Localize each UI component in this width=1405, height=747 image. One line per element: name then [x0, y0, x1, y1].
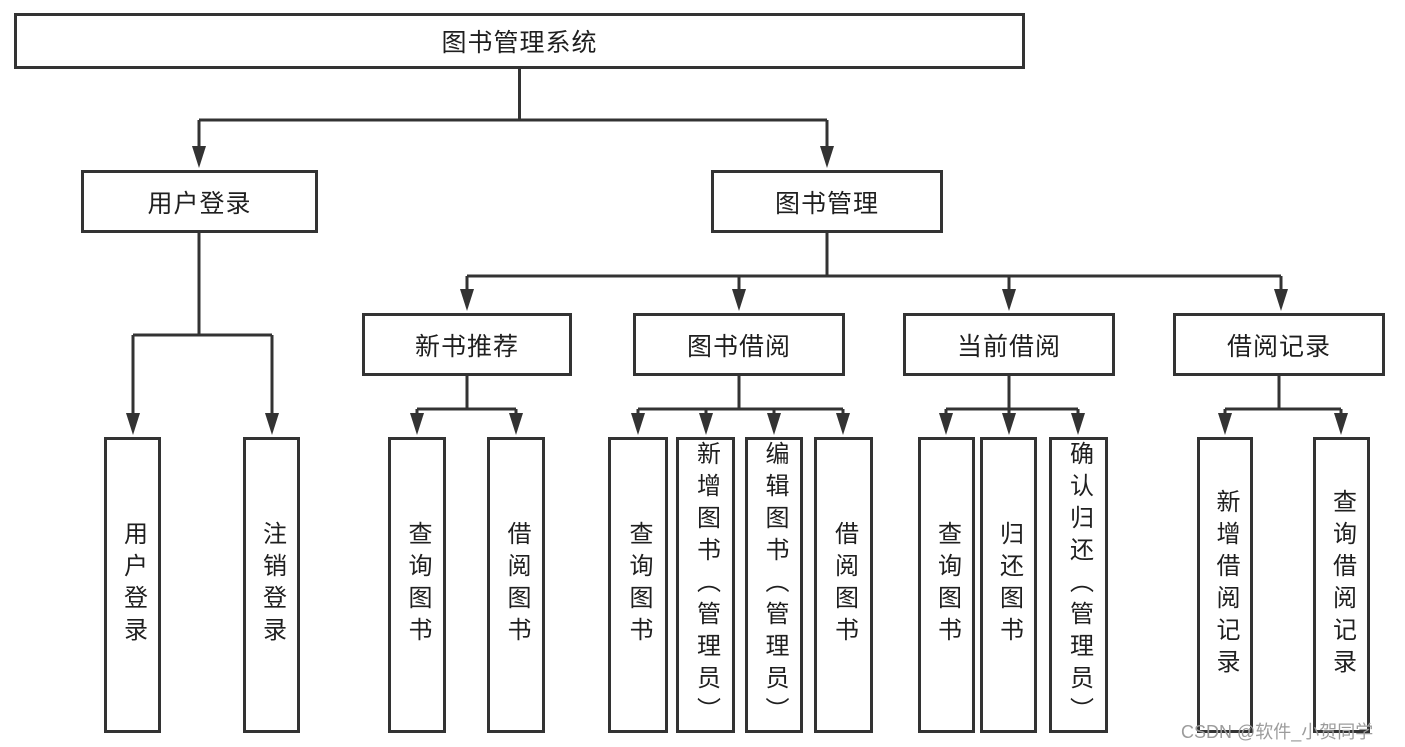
arrowhead — [265, 413, 279, 435]
watermark: CSDN @软件_小贺同学 — [1181, 722, 1374, 742]
arrowhead — [732, 289, 746, 311]
arrowhead — [460, 289, 474, 311]
leaf-add-borrow-record: 新增借阅记录 — [1197, 437, 1253, 733]
connector-root — [197, 69, 829, 150]
arrowhead — [126, 413, 140, 435]
leaf-user-login: 用户登录 — [104, 437, 161, 733]
arrowhead — [1002, 289, 1016, 311]
connector-book-management — [465, 233, 1283, 291]
node-borrow-records: 借阅记录 — [1173, 313, 1385, 376]
node-book-borrow: 图书借阅 — [633, 313, 845, 376]
leaf-borrow-books: 借阅图书 — [814, 437, 873, 733]
arrowhead — [509, 413, 523, 435]
leaf-query-borrow-record: 查询借阅记录 — [1313, 437, 1370, 733]
connector-new-book-recommend — [415, 376, 518, 415]
arrowhead — [1002, 413, 1016, 435]
leaf-query-books-recommend: 查询图书 — [388, 437, 446, 733]
connector-user-login — [131, 233, 274, 415]
leaf-return-books: 归还图书 — [980, 437, 1037, 733]
node-book-management: 图书管理 — [711, 170, 943, 233]
arrowhead — [820, 146, 834, 168]
leaf-confirm-return-admin: 确认归还（管理员） — [1049, 437, 1108, 733]
arrowhead — [939, 413, 953, 435]
arrowhead — [1071, 413, 1085, 435]
node-user-login: 用户登录 — [81, 170, 318, 233]
arrowhead — [631, 413, 645, 435]
leaf-query-books-current: 查询图书 — [918, 437, 975, 733]
connector-book-borrow — [636, 376, 845, 415]
leaf-query-books-borrow: 查询图书 — [608, 437, 668, 733]
arrowhead — [1274, 289, 1288, 311]
leaf-borrow-books-recommend: 借阅图书 — [487, 437, 545, 733]
leaf-add-book-admin: 新增图书（管理员） — [676, 437, 735, 733]
connector-borrow-records — [1223, 376, 1343, 415]
node-current-borrow: 当前借阅 — [903, 313, 1115, 376]
arrowhead — [410, 413, 424, 435]
leaf-logout: 注销登录 — [243, 437, 300, 733]
arrowhead — [767, 413, 781, 435]
arrowhead — [699, 413, 713, 435]
connector-current-borrow — [944, 376, 1080, 415]
arrowhead — [836, 413, 850, 435]
arrowhead — [192, 146, 206, 168]
node-new-book-recommend: 新书推荐 — [362, 313, 572, 376]
arrowhead — [1218, 413, 1232, 435]
arrowhead — [1334, 413, 1348, 435]
node-library-system: 图书管理系统 — [14, 13, 1025, 69]
leaf-edit-book-admin: 编辑图书（管理员） — [745, 437, 803, 733]
